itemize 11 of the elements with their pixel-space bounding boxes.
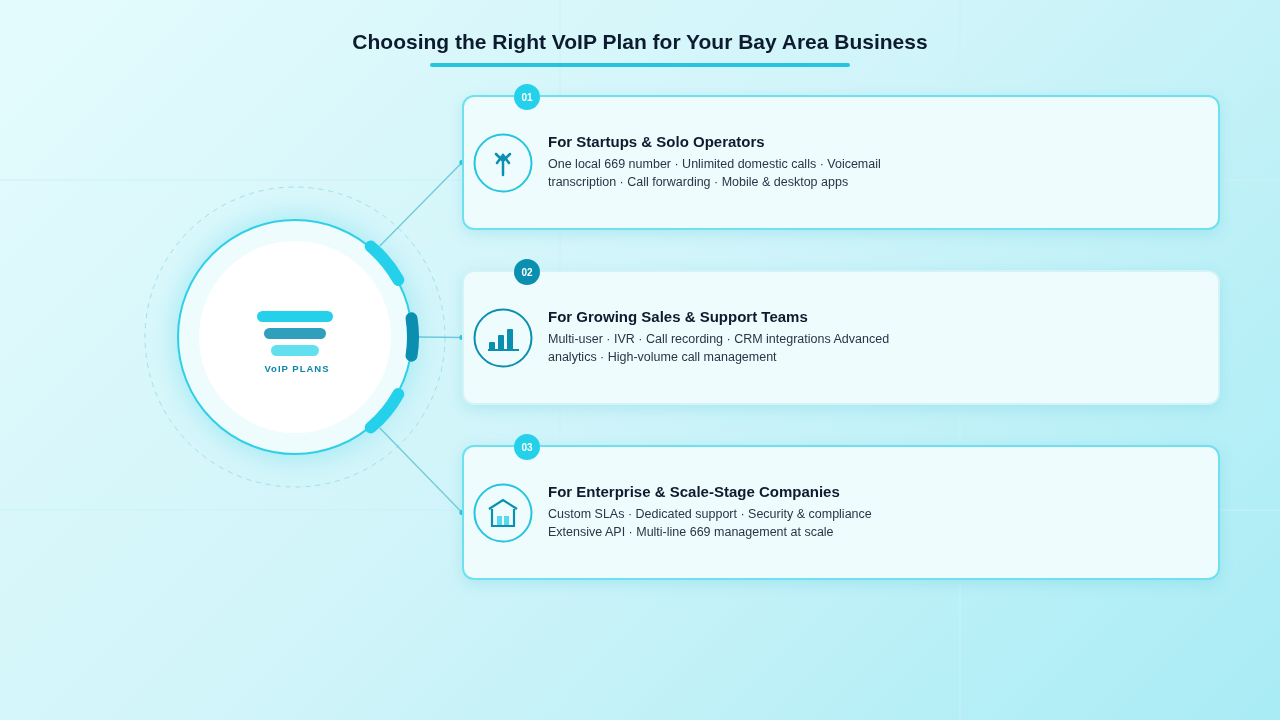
card-heading: For Growing Sales & Support Teams bbox=[548, 308, 808, 325]
step-number: 01 bbox=[514, 84, 540, 110]
card-description: Multi-user · IVR · Call recording · CRM integrations Advanced analytics · High-volume call management bbox=[548, 331, 891, 366]
title: Choosing the Right VoIP Plan for Your Bay Area Business bbox=[351, 30, 929, 54]
card-heading: For Startups & Solo Operators bbox=[548, 133, 765, 150]
step-number: 03 bbox=[514, 434, 540, 460]
step-number: 02 bbox=[514, 259, 540, 285]
hub-label: VoIP PLANS bbox=[263, 363, 331, 374]
card-heading: For Enterprise & Scale-Stage Companies bbox=[548, 483, 840, 500]
card-description: Custom SLAs · Dedicated support · Security & compliance Extensive API · Multi-line 669 management at scale bbox=[548, 506, 873, 541]
card-description: One local 669 number · Unlimited domestic calls · Voicemail transcription · Call forwarding · Mobile & desktop apps bbox=[548, 156, 882, 191]
